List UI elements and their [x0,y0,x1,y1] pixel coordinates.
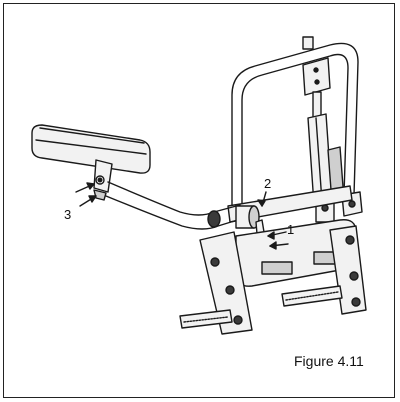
figure-caption: Figure 4.11 [294,353,364,369]
backrest-clamp [302,36,314,50]
actuator-rod [312,91,322,119]
adjust-bracket [302,57,331,96]
armrest-pad [31,124,151,174]
arrow-callout-3b [79,195,97,207]
arrow-callout-3a [75,182,95,193]
arrow-callout-2 [257,191,267,207]
backrest-frame-inner [241,53,349,206]
callout-label-2: 2 [264,176,272,191]
callout-label-3: 3 [64,207,72,222]
arrow-callout-1b [269,241,289,250]
left-side-plate [199,231,253,335]
backrest-frame-outer [231,42,359,206]
pivot-collar [207,210,221,228]
arrow-callout-1a [267,231,287,240]
callout-label-1: 1 [287,222,295,237]
base-slot-left [261,261,293,275]
armrest-tube [107,181,241,216]
armrest-post [93,159,113,193]
